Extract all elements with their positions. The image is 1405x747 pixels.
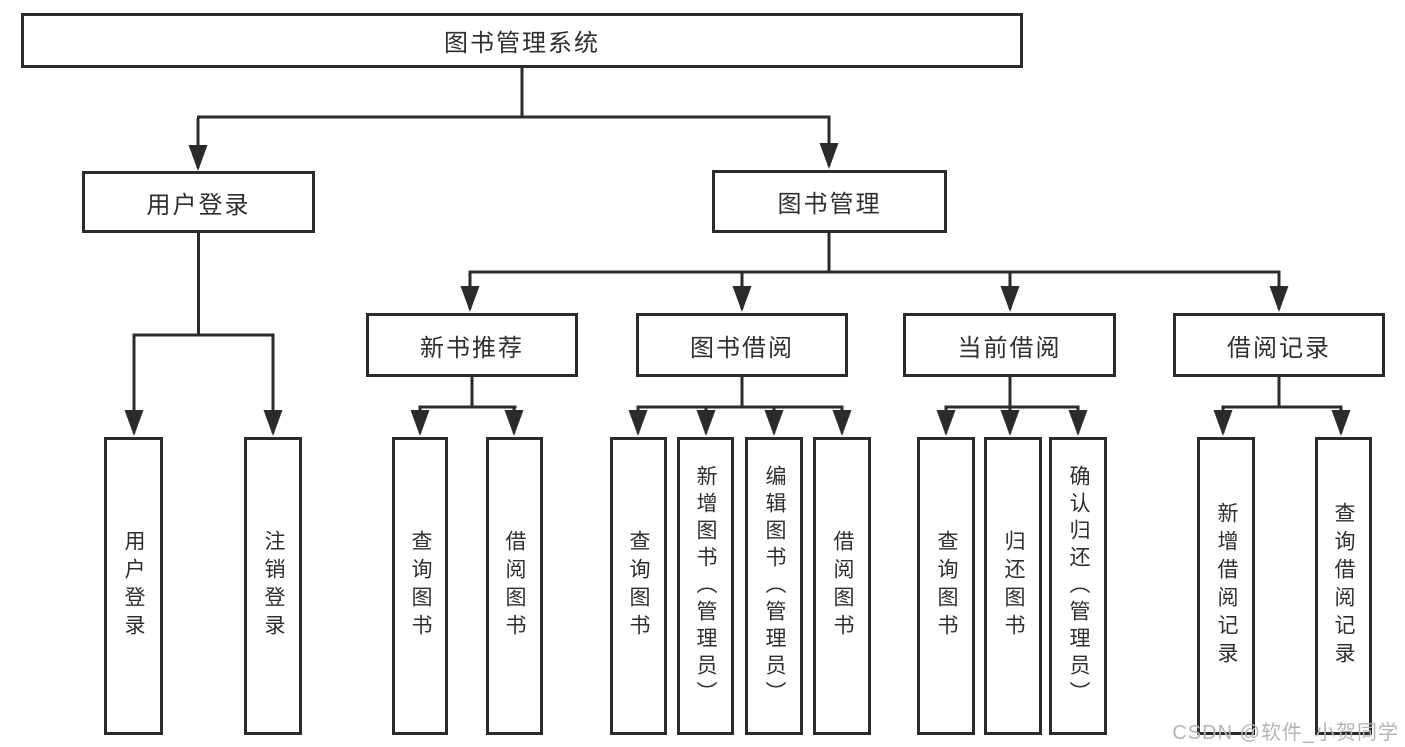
- logout-leaf: 注销登录: [244, 437, 302, 735]
- query-books-leaf-1: 查询图书: [392, 437, 448, 735]
- user-login-leaf: 用户登录: [104, 437, 163, 735]
- borrow-records-node: 借阅记录: [1173, 313, 1385, 377]
- current-borrow-node: 当前借阅: [903, 313, 1116, 377]
- watermark: CSDN @软件_小贺同学: [1172, 722, 1399, 744]
- add-borrow-record-leaf: 新增借阅记录: [1197, 437, 1255, 735]
- borrow-books-leaf-1: 借阅图书: [486, 437, 543, 735]
- user-login-node: 用户登录: [82, 171, 315, 233]
- query-borrow-record-leaf: 查询借阅记录: [1315, 437, 1372, 735]
- confirm-return-admin-leaf: 确认归还（管理员）: [1049, 437, 1107, 735]
- add-book-admin-leaf: 新增图书（管理员）: [677, 437, 734, 735]
- arrow-lines: [124, 118, 1351, 436]
- book-borrow-node: 图书借阅: [636, 313, 848, 377]
- query-books-leaf-2: 查询图书: [610, 437, 667, 735]
- new-book-recommend-node: 新书推荐: [366, 313, 578, 377]
- query-books-leaf-3: 查询图书: [917, 437, 975, 735]
- root-node: 图书管理系统: [21, 13, 1023, 68]
- branch-lines: [132, 68, 1343, 409]
- borrow-books-leaf-2: 借阅图书: [813, 437, 871, 735]
- book-management-node: 图书管理: [712, 170, 947, 233]
- edit-book-admin-leaf: 编辑图书（管理员）: [745, 437, 803, 735]
- return-book-leaf: 归还图书: [984, 437, 1042, 735]
